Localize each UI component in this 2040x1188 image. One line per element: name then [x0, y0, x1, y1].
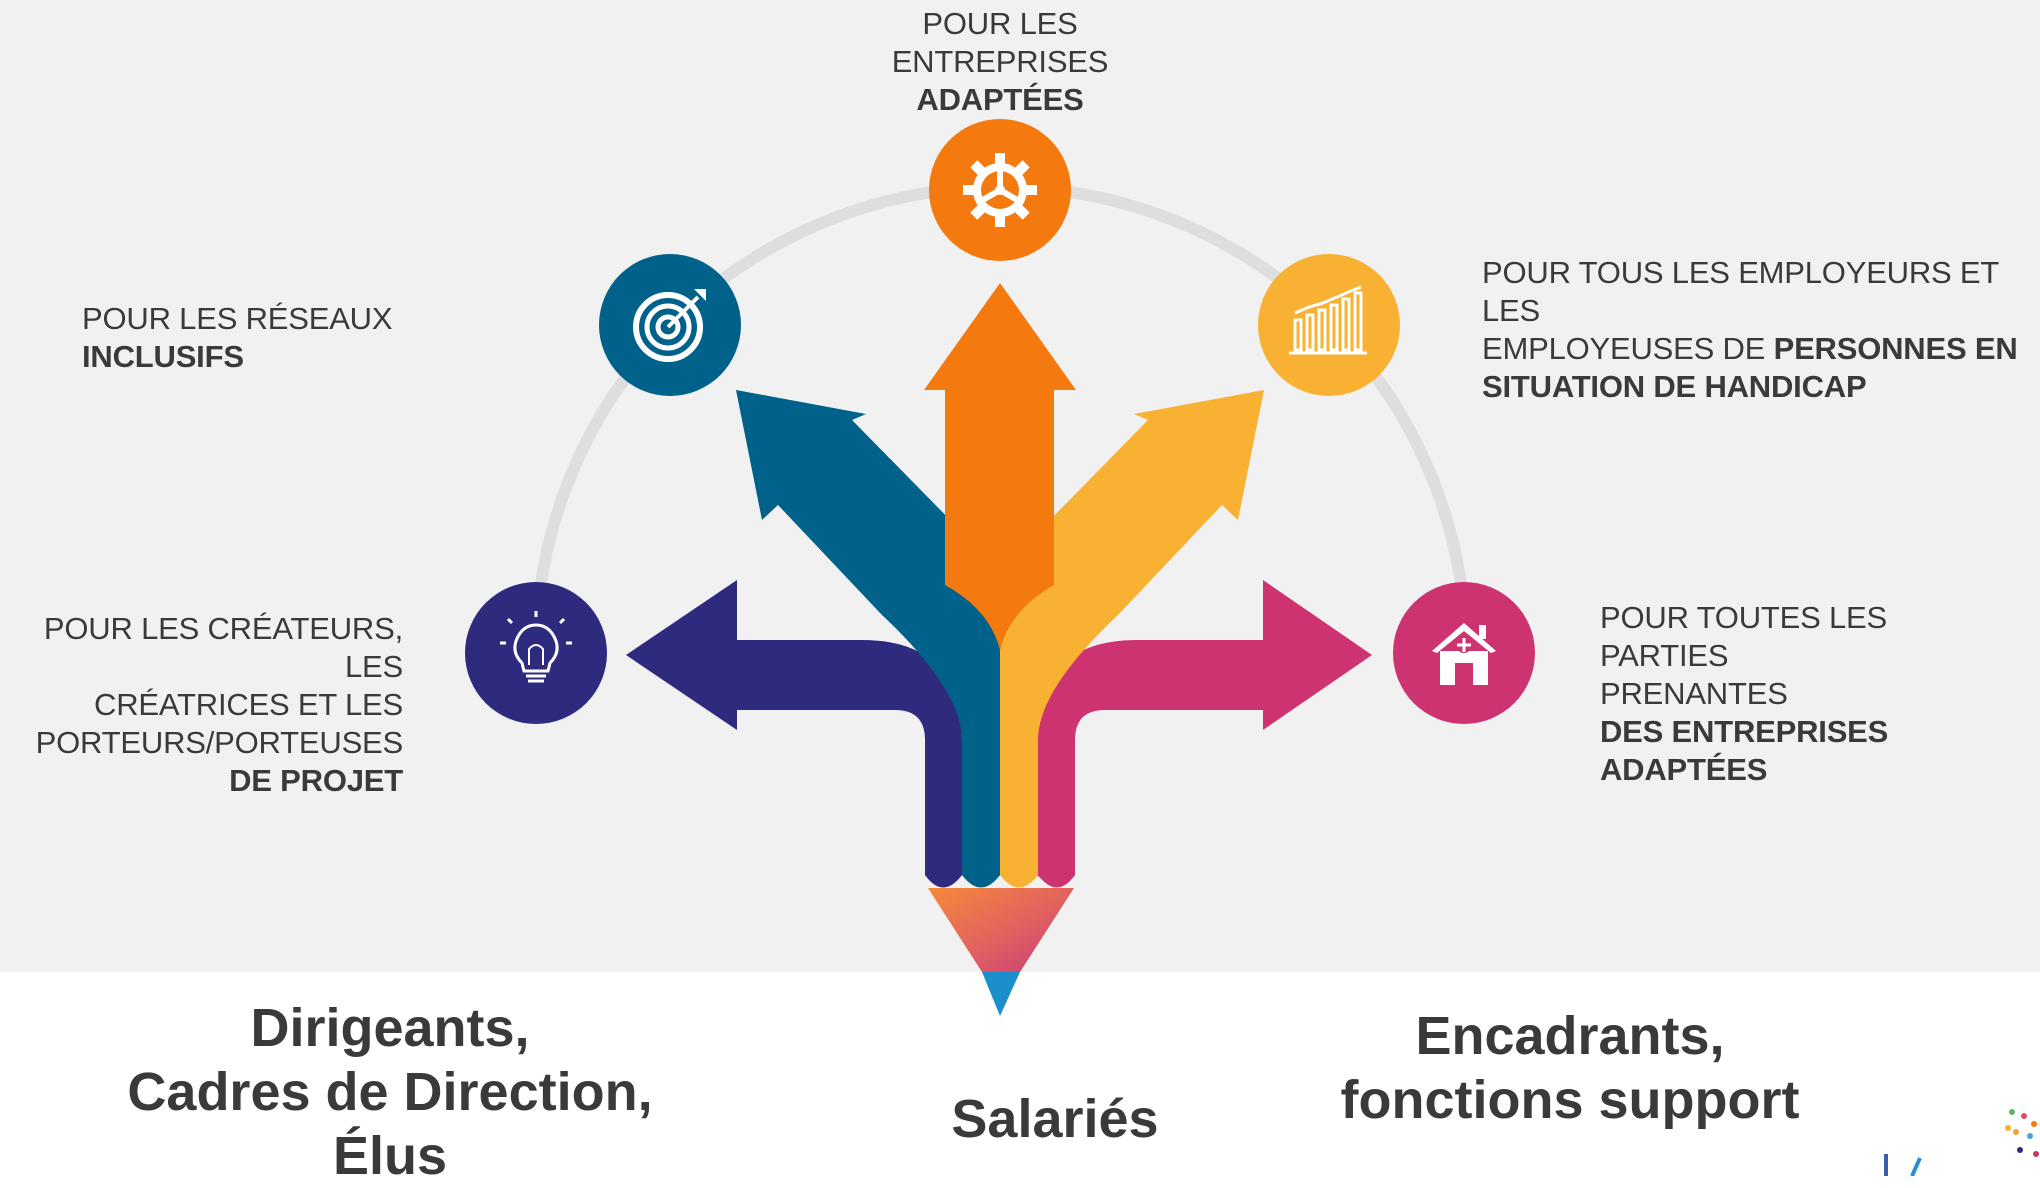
arrow-purple	[626, 580, 962, 885]
label-employers: POUR TOUS LES EMPLOYEURS ET LES EMPLOYEU…	[1482, 255, 2018, 404]
gear-icon	[963, 153, 1037, 227]
pencil-lead	[982, 972, 1020, 1016]
bar-chart-icon	[1289, 285, 1367, 355]
arrow-orange	[924, 283, 1076, 650]
logo-fragment	[1884, 1109, 2039, 1176]
arrow-magenta	[1037, 580, 1372, 885]
label-project-creators: POUR LES CRÉATEURS, LES CRÉATRICES ET LE…	[35, 611, 404, 798]
arrow-blue	[736, 390, 1000, 884]
audience-supervisors: Encadrants, fonctions support	[1340, 1006, 1800, 1130]
house-icon	[1432, 623, 1496, 685]
node-yellow	[1258, 254, 1400, 396]
pencil-bands	[925, 875, 1075, 888]
label-adapted-enterprises: POUR LES ENTREPRISES ADAPTÉES	[891, 6, 1109, 117]
target-icon	[633, 289, 706, 362]
node-purple	[465, 582, 607, 724]
arrow-yellow	[1000, 390, 1264, 884]
label-stakeholders: POUR TOUTES LES PARTIES PRENANTES DES EN…	[1600, 600, 1889, 787]
lightbulb-icon	[500, 611, 572, 683]
audience-employees: Salariés	[951, 1089, 1159, 1149]
pencil-tip	[928, 888, 1074, 972]
label-inclusive-networks: POUR LES RÉSEAUX INCLUSIFS	[82, 301, 393, 374]
audience-directors: Dirigeants, Cadres de Direction, Élus	[127, 998, 653, 1186]
